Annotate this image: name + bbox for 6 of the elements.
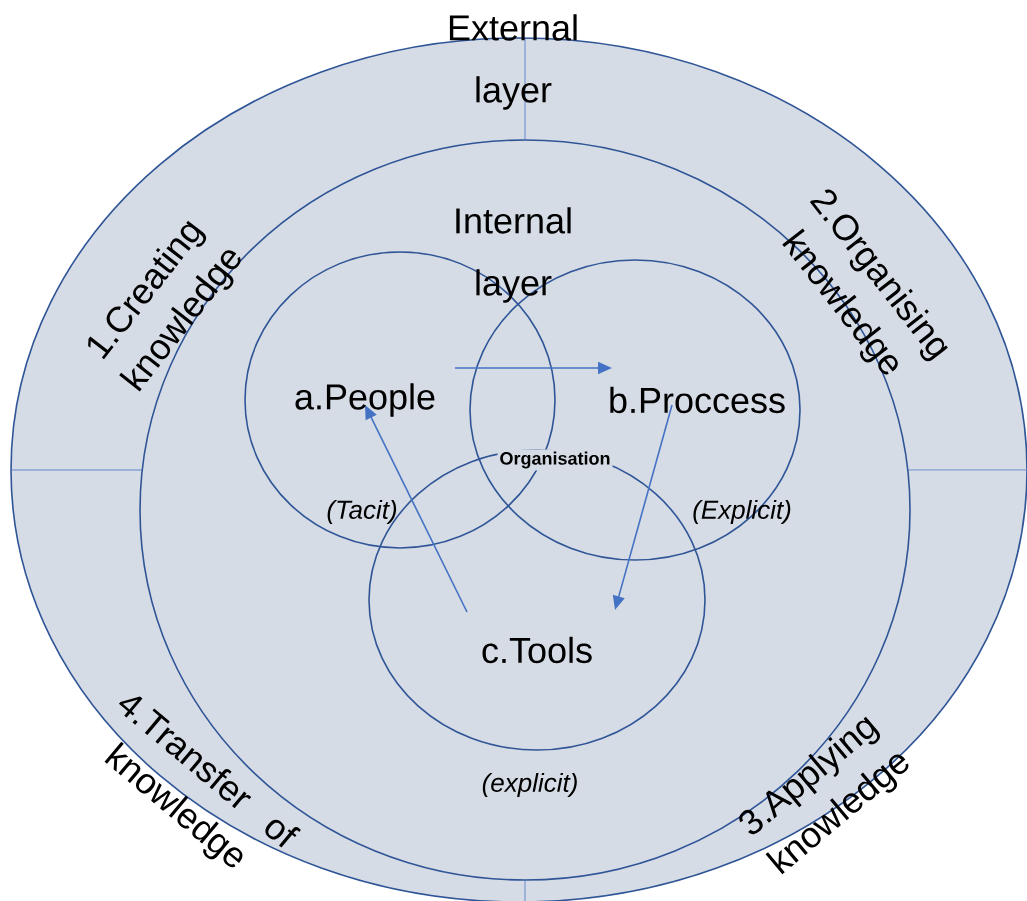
label-text: (Tacit) <box>327 499 397 525</box>
label-text: External layer <box>449 14 577 110</box>
label-text: a.People <box>295 383 435 417</box>
label-text: b.Proccess <box>610 386 785 414</box>
label-text: (explicit) <box>482 772 577 798</box>
label-text: c.Tools <box>482 636 592 664</box>
